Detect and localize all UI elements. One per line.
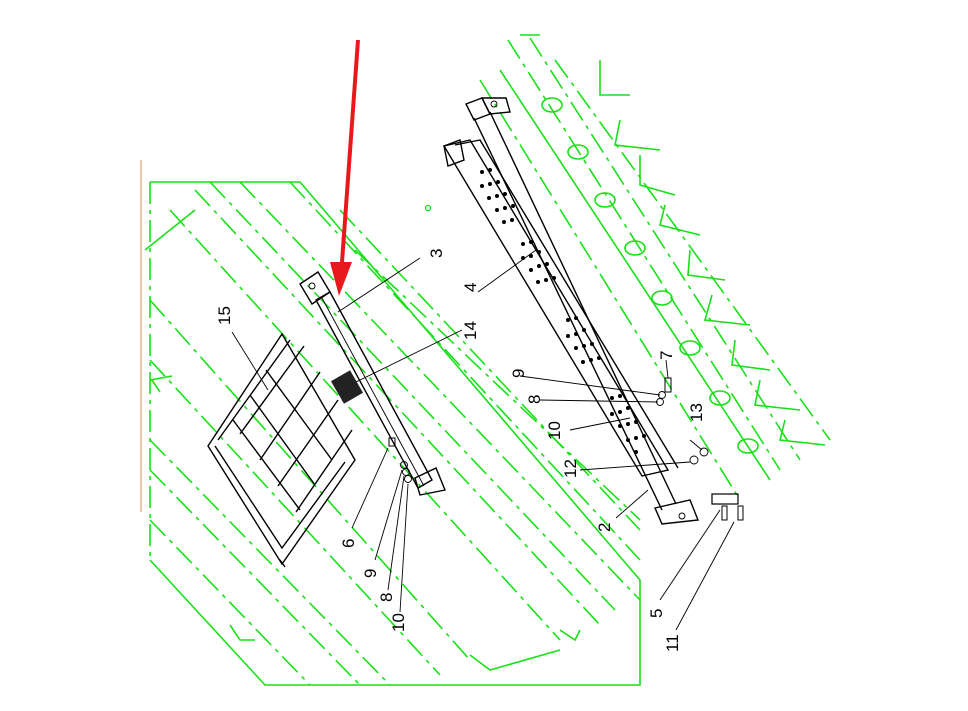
washer-part-10-lower	[404, 475, 412, 483]
bracket-bar-part-3	[299, 271, 446, 496]
hardware-parts	[388, 377, 744, 521]
callout-labels: 15 3 14 4 7 9 8 13 10 12 2 6 9 8 10 5 11	[215, 249, 706, 652]
red-pointer-arrow	[330, 39, 360, 296]
callout-9-lower: 9	[361, 569, 380, 578]
callout-3: 3	[427, 249, 446, 258]
washer-part-8-lower	[402, 468, 410, 476]
callout-10-upper: 10	[545, 421, 564, 440]
bolt-part-13	[699, 447, 709, 457]
panel-hole-pattern	[480, 168, 646, 454]
step-ladder-part-15	[207, 332, 356, 568]
side-rail-part-2	[465, 97, 699, 525]
bolt-part-6	[388, 437, 396, 447]
bolt-part-11b	[737, 505, 744, 521]
perforated-panel-part-4	[442, 139, 679, 477]
callout-11: 11	[663, 634, 682, 652]
callout-14: 14	[461, 321, 480, 340]
callout-8-lower: 8	[377, 593, 396, 602]
nut-part-9-lower	[400, 461, 408, 469]
rotor-shaft-context	[479, 34, 831, 501]
callout-5: 5	[647, 609, 666, 618]
callout-15: 15	[215, 306, 234, 325]
bolt-part-11a	[721, 505, 728, 521]
callout-8-upper: 8	[525, 395, 544, 404]
callout-2: 2	[595, 523, 614, 532]
callout-7: 7	[657, 351, 676, 360]
callout-4: 4	[461, 283, 480, 292]
callout-13: 13	[687, 403, 706, 422]
callout-leaders	[231, 249, 735, 631]
callout-10-lower: 10	[389, 613, 408, 632]
marker-dot	[424, 204, 432, 212]
nut-part-12	[689, 455, 699, 465]
callout-6: 6	[339, 539, 358, 548]
callout-12: 12	[561, 459, 580, 478]
grip-pad-part-14	[330, 370, 364, 404]
machine-context-outline	[144, 181, 641, 686]
callout-9-upper: 9	[509, 369, 528, 378]
plate-part-5	[711, 493, 739, 505]
